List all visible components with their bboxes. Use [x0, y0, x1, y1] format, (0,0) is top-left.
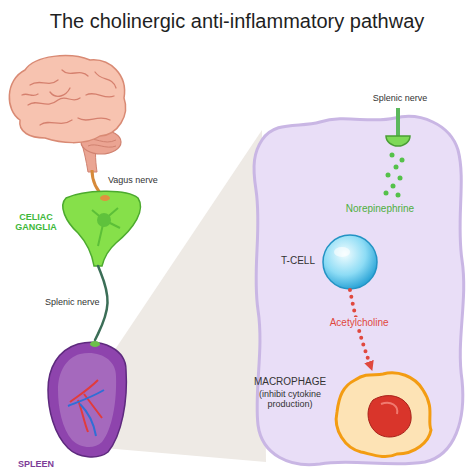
t-cell-body: [323, 235, 377, 289]
nerve-ending: [90, 341, 100, 347]
cell-highlight: [334, 247, 350, 257]
neuron-dendrites: [92, 208, 120, 246]
artery-branches: [70, 380, 102, 432]
ganglion-shape: [63, 191, 141, 266]
cell-node: MACROPHAGE(inhibit cytokine production): [245, 370, 432, 458]
macrophage-nucleus: [368, 396, 411, 437]
macrophage-body: [336, 373, 431, 457]
nerve-ending: [386, 136, 410, 146]
node-note: (inhibit cytokine production): [247, 389, 333, 410]
diagram-title: The cholinergic anti-inflammatory pathwa…: [0, 10, 474, 33]
organ-node: SPLEEN: [18, 340, 128, 470]
vein-branches: [68, 390, 104, 436]
zoom-cone: [104, 130, 266, 462]
molecule-dot: [384, 191, 389, 196]
nerve-label: Splenic nerve: [365, 93, 435, 103]
node-label: CELIAC GANGLIA: [8, 212, 64, 233]
molecule-dot: [394, 165, 399, 170]
edge-label: Acetylcholine: [321, 317, 397, 329]
norepinephrine-dots: [384, 153, 405, 198]
node-outline: [18, 340, 128, 470]
edge-label: Splenic nerve: [35, 297, 99, 307]
splenic-nerve-terminal: [386, 108, 410, 146]
cerebrum: [9, 56, 125, 143]
molecule-label: Norepinephrine: [335, 203, 425, 215]
nucleus-highlight: [381, 403, 397, 414]
synapse-terminal: [100, 195, 110, 201]
node-label: MACROPHAGE: [247, 376, 333, 388]
molecule-dot: [396, 193, 401, 198]
signal-connector: [350, 290, 372, 370]
molecule-dot: [390, 153, 395, 158]
molecule-dot: [391, 184, 396, 189]
molecule-dot: [386, 173, 391, 178]
cell-node: T-CELL: [276, 234, 378, 290]
nerve-fiber: [396, 108, 400, 138]
spleen-pulp: [58, 353, 116, 447]
brain-gyri: [22, 70, 116, 125]
node-label: T-CELL: [276, 255, 320, 267]
spleen-shape: [48, 342, 126, 456]
node-label: SPLEEN: [18, 459, 78, 469]
neuron-body: [97, 213, 111, 227]
nerve-label: Vagus nerve: [108, 175, 178, 185]
molecule-dot: [400, 158, 405, 163]
spleen-zoom-area: [254, 116, 464, 464]
ganglion-node: CELIAC GANGLIA: [8, 188, 142, 266]
brain: [9, 56, 125, 172]
molecule-dot: [398, 176, 403, 181]
